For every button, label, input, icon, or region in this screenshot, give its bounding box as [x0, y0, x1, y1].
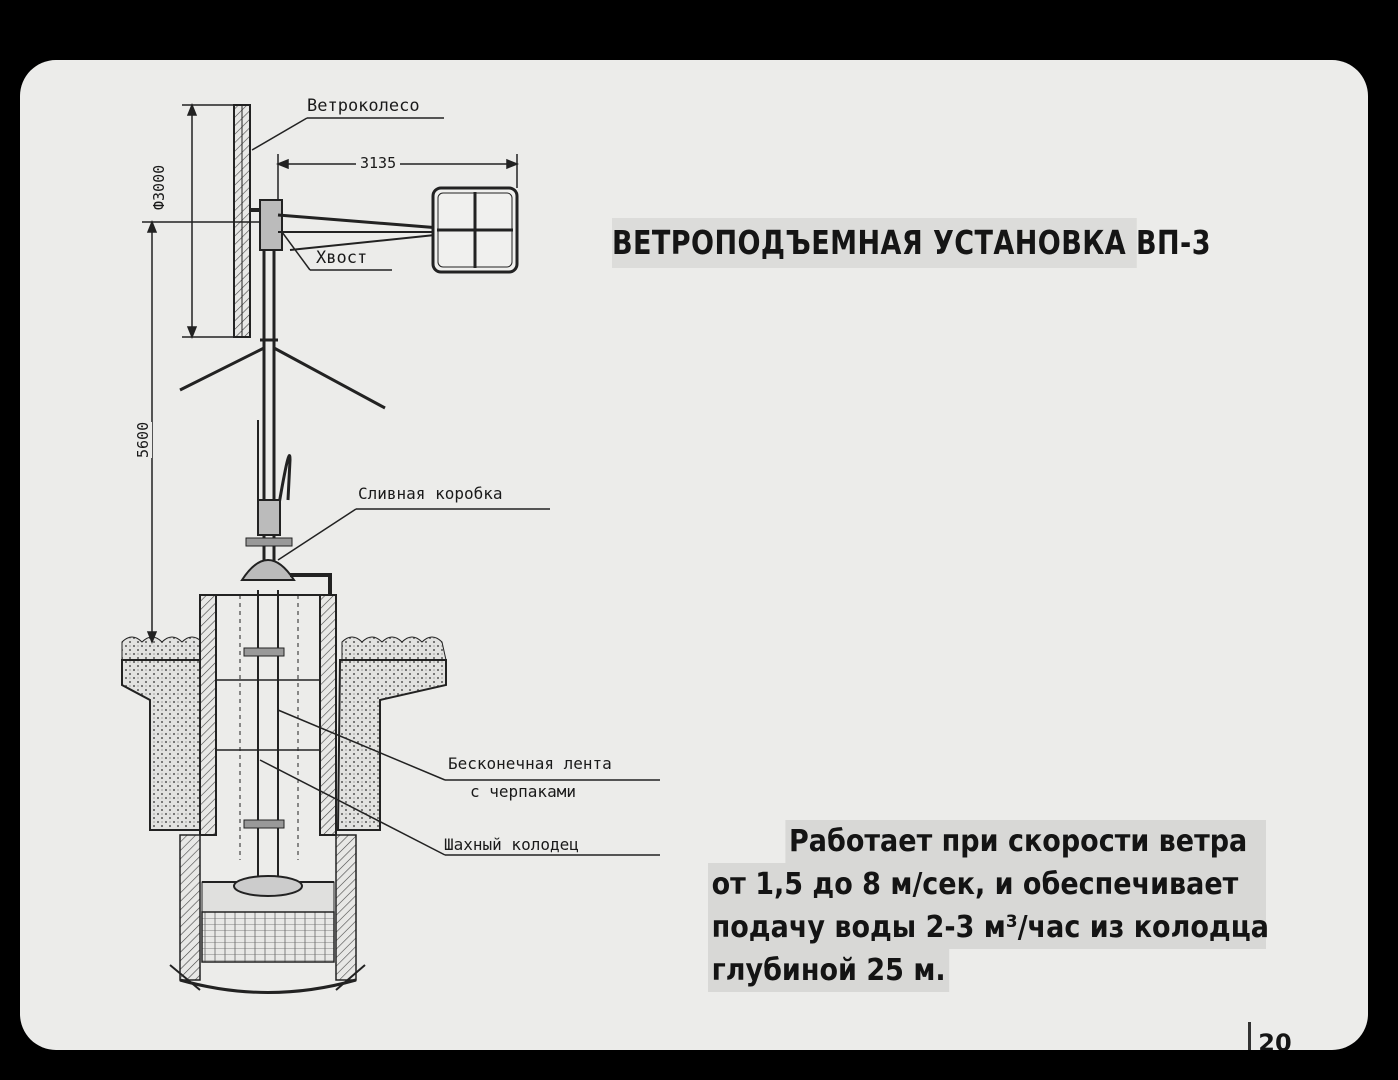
- ground: [121, 636, 447, 831]
- wind-wheel: [233, 104, 283, 338]
- dimension-tail-length: 3135: [356, 154, 401, 172]
- dimension-wheel-diameter: Ф3000: [150, 164, 168, 210]
- slide: Ветроколесо Хвост Сливная коробка Бескон…: [20, 60, 1368, 1050]
- slide-title: ВЕТРОПОДЪЕМНАЯ УСТАНОВКА ВП-3: [612, 218, 1211, 268]
- label-belt-line2: с черпаками: [470, 782, 576, 801]
- windmill-diagram: [121, 102, 660, 994]
- tail: [277, 186, 519, 274]
- label-tail: Хвост: [316, 248, 368, 268]
- description-line: подачу воды 2-3 м³/час из колодца: [708, 906, 1269, 949]
- dimension-lines: [142, 102, 520, 645]
- lower-well: [169, 834, 366, 994]
- well-shaft: [199, 590, 337, 900]
- leader-lines: [251, 117, 660, 856]
- description: Работает при скорости ветра от 1,5 до 8 …: [708, 820, 1269, 992]
- description-line: глубиной 25 м.: [708, 949, 950, 992]
- description-line: от 1,5 до 8 м/сек, и обеспечивает: [708, 863, 1266, 906]
- label-belt-line1: Бесконечная лента: [448, 754, 612, 773]
- description-line: Работает при скорости ветра: [785, 820, 1266, 863]
- dimension-height: 5600: [134, 421, 152, 458]
- label-wheel: Ветроколесо: [307, 96, 420, 116]
- page-number: 20: [1248, 1022, 1299, 1050]
- label-well: Шахный колодец: [444, 835, 579, 854]
- mast: [179, 250, 386, 580]
- label-drain-box: Сливная коробка: [358, 484, 503, 503]
